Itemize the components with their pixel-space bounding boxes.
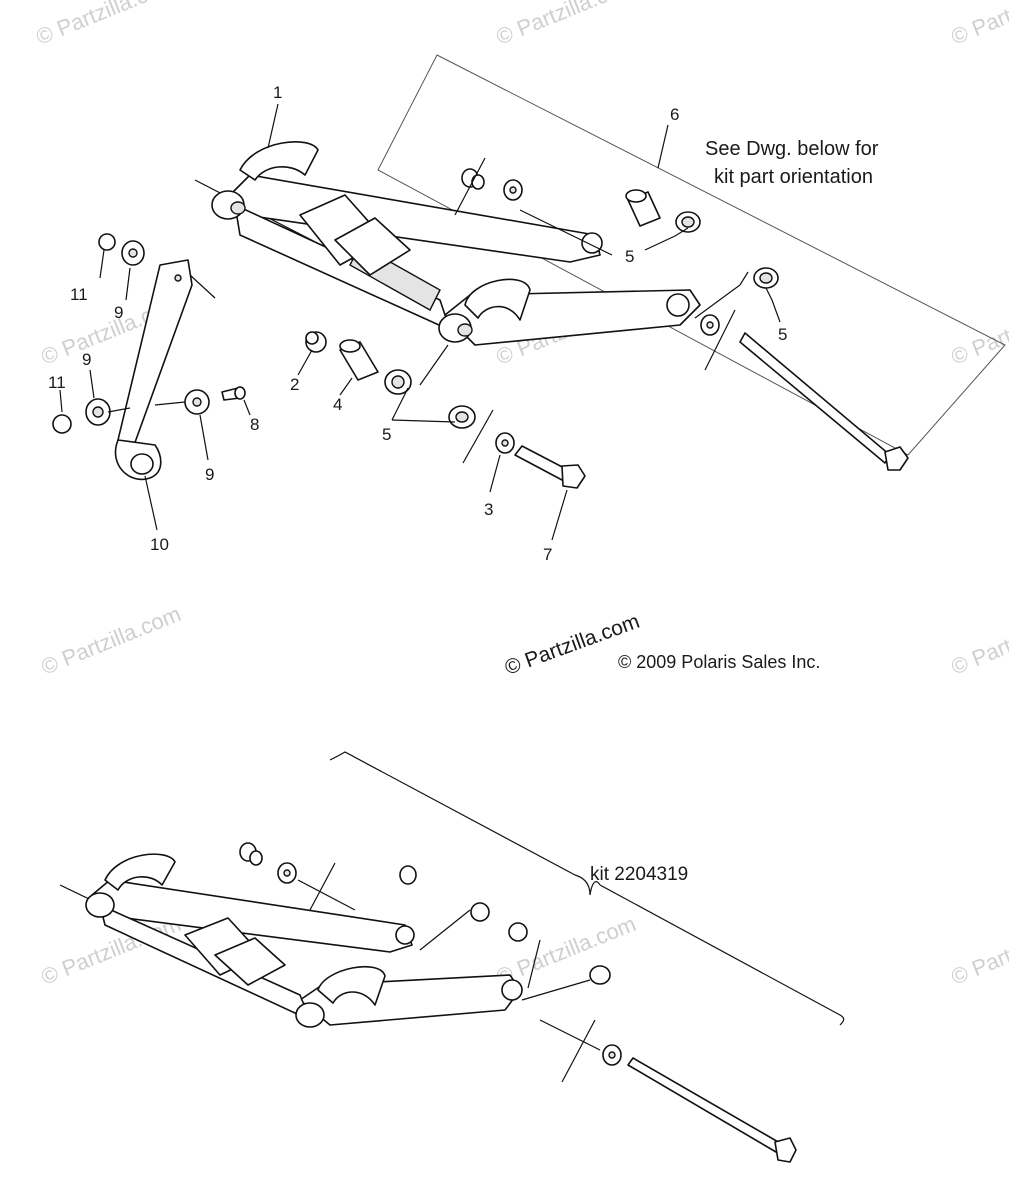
callout-8: 8 <box>250 415 259 434</box>
callout-9: 9 <box>205 465 214 484</box>
left-hardware <box>305 331 515 464</box>
short-bolt-part-7 <box>514 445 586 489</box>
watermark: © Partzilla.com <box>493 0 640 50</box>
watermark: © Partzilla.com <box>33 0 180 50</box>
long-pivot-bolt <box>704 309 909 471</box>
orientation-note-line1: See Dwg. below for <box>705 138 879 160</box>
callout-11: 11 <box>48 373 66 392</box>
watermark: © Partzilla.com <box>948 911 1009 990</box>
nuts-washers <box>52 233 246 434</box>
watermark: © Partzilla.com <box>948 601 1009 680</box>
callout-2: 2 <box>290 375 299 394</box>
callout-11: 11 <box>70 285 88 304</box>
lower-kit-hardware <box>239 842 797 1163</box>
bushing-part-5 <box>625 189 779 336</box>
callout-1: 1 <box>273 83 282 102</box>
callout-4: 4 <box>333 395 342 414</box>
callout-5: 5 <box>382 425 391 444</box>
a-arm-assembly <box>194 141 701 346</box>
watermark: © Partzilla.com <box>38 601 185 680</box>
kit-outline-frame <box>377 54 1006 456</box>
callout-9: 9 <box>114 303 123 322</box>
brace-part-10 <box>114 259 216 481</box>
lower-a-arm <box>59 853 523 1028</box>
copyright-text: © 2009 Polaris Sales Inc. <box>618 652 820 672</box>
kit-bushing-top <box>454 157 523 216</box>
callout-7: 7 <box>543 545 552 564</box>
leader-lines <box>59 103 781 541</box>
pivot-axis-line <box>519 209 613 256</box>
kit-bracket <box>329 751 845 1026</box>
callout-10: 10 <box>150 535 169 554</box>
orientation-note-line2: kit part orientation <box>714 166 873 188</box>
kit-number-label: kit 2204319 <box>590 864 688 885</box>
watermark: © Partzilla.com <box>493 911 640 990</box>
callout-5: 5 <box>625 247 634 266</box>
callout-5: 5 <box>778 325 787 344</box>
callout-3: 3 <box>484 500 493 519</box>
callout-numbers: 1 6 5 5 11 9 9 11 2 4 8 5 9 3 10 7 <box>48 83 787 564</box>
watermark: © Partzilla.com <box>948 291 1009 370</box>
watermark: © Partzilla.com <box>948 0 1009 50</box>
callout-9: 9 <box>82 350 91 369</box>
callout-6: 6 <box>670 105 679 124</box>
